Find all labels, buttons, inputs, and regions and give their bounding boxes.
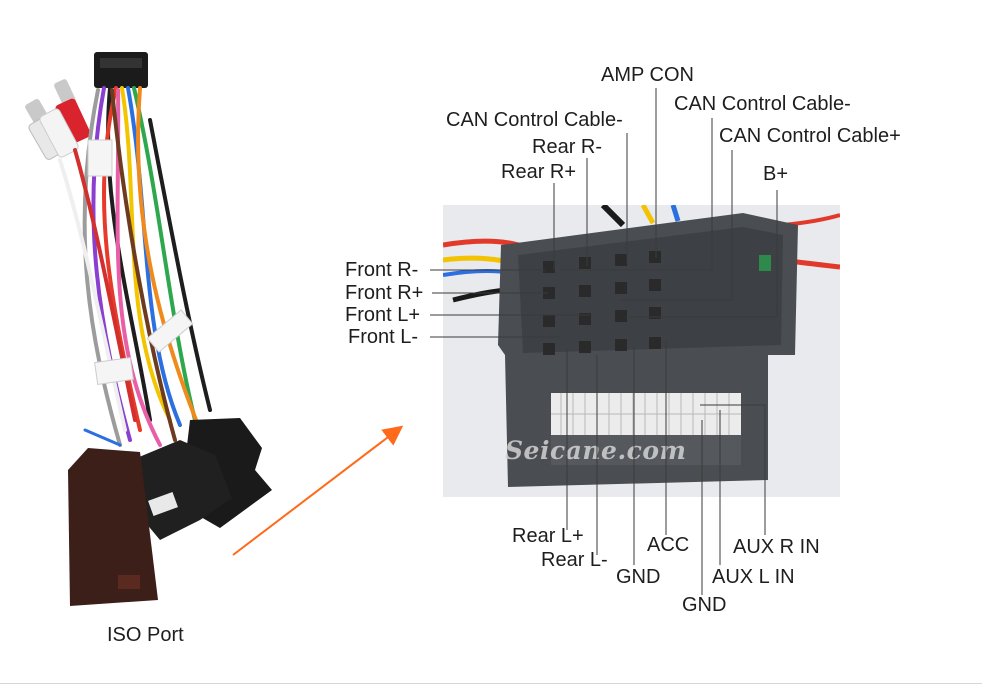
- label-rear-l-plus: Rear L+: [512, 525, 584, 547]
- rca-plugs: [25, 79, 91, 160]
- label-gnd-1: GND: [616, 566, 661, 588]
- iso-port-caption: ISO Port: [107, 624, 184, 646]
- iso-harness-illustration: [25, 52, 272, 606]
- watermark: Seicane.com: [505, 436, 687, 465]
- label-aux-l-in: AUX L IN: [712, 566, 795, 588]
- label-gnd-2: GND: [682, 594, 727, 616]
- label-front-l-plus: Front L+: [345, 304, 421, 326]
- label-amp-con: AMP CON: [601, 64, 694, 86]
- label-front-l-minus: Front L-: [348, 326, 419, 348]
- label-can-control-plus: CAN Control Cable+: [719, 125, 901, 147]
- label-can-control-minus-right: CAN Control Cable-: [674, 93, 851, 115]
- label-acc: ACC: [647, 534, 690, 556]
- can-box: [68, 448, 158, 606]
- bottom-divider: [0, 683, 982, 684]
- iso-connectors: [132, 418, 272, 540]
- label-b-plus: B+: [763, 163, 789, 185]
- wire-bundle: [58, 86, 212, 447]
- label-front-r-minus: Front R-: [345, 259, 419, 281]
- label-front-r-plus: Front R+: [345, 282, 424, 304]
- label-rear-r-minus: Rear R-: [532, 136, 603, 158]
- top-connector: [94, 52, 148, 88]
- label-aux-r-in: AUX R IN: [733, 536, 820, 558]
- label-rear-r-plus: Rear R+: [501, 161, 577, 183]
- label-rear-l-minus: Rear L-: [541, 549, 608, 571]
- label-can-control-minus-left: CAN Control Cable-: [446, 109, 623, 131]
